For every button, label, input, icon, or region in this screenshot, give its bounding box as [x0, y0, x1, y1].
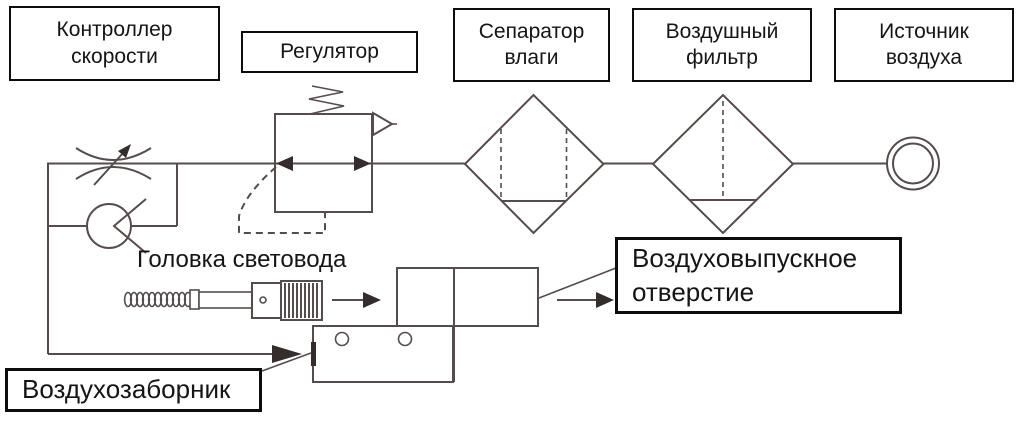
- handpiece-graphic: [311, 267, 539, 383]
- coil-tube: [123, 291, 193, 308]
- air-intake-port: [311, 342, 316, 366]
- label-speed-controller-text: Контроллер скорости: [56, 18, 173, 68]
- moisture-separator-symbol: [463, 93, 605, 235]
- light-guide-head-graphic: [123, 280, 381, 321]
- label-speed-controller: Контроллер скорости: [9, 6, 220, 81]
- speed-controller-valve-symbol: [75, 144, 152, 186]
- label-air-outlet-text: Воздуховыпускное отверстие: [632, 242, 858, 307]
- label-air-intake: Воздухозаборник: [5, 368, 262, 412]
- label-air-outlet: Воздуховыпускное отверстие: [615, 237, 902, 314]
- label-air-intake-text: Воздухозаборник: [22, 374, 231, 405]
- air-filter-symbol: [651, 93, 795, 235]
- regulator-symbol: [238, 85, 397, 234]
- knurled-grip: [280, 280, 323, 321]
- air-source-symbol: [886, 136, 940, 191]
- label-air-filter-text: Воздушный фильтр: [665, 19, 779, 69]
- label-air-filter: Воздушный фильтр: [632, 8, 812, 82]
- label-regulator-text: Регулятор: [280, 39, 379, 63]
- insert-arrow: [332, 292, 381, 308]
- label-air-source: Источник воздуха: [834, 8, 1014, 82]
- label-regulator: Регулятор: [241, 31, 418, 73]
- air-outlet-arrow: [538, 267, 617, 308]
- air-intake-arrow: [261, 345, 312, 372]
- check-valve-symbol: [86, 198, 147, 254]
- label-moisture-separator-text: Сепаратор влаги: [478, 19, 585, 69]
- label-light-guide-head: Головка световода: [137, 246, 347, 273]
- label-air-source-text: Источник воздуха: [879, 19, 969, 69]
- label-moisture-separator: Сепаратор влаги: [453, 8, 610, 82]
